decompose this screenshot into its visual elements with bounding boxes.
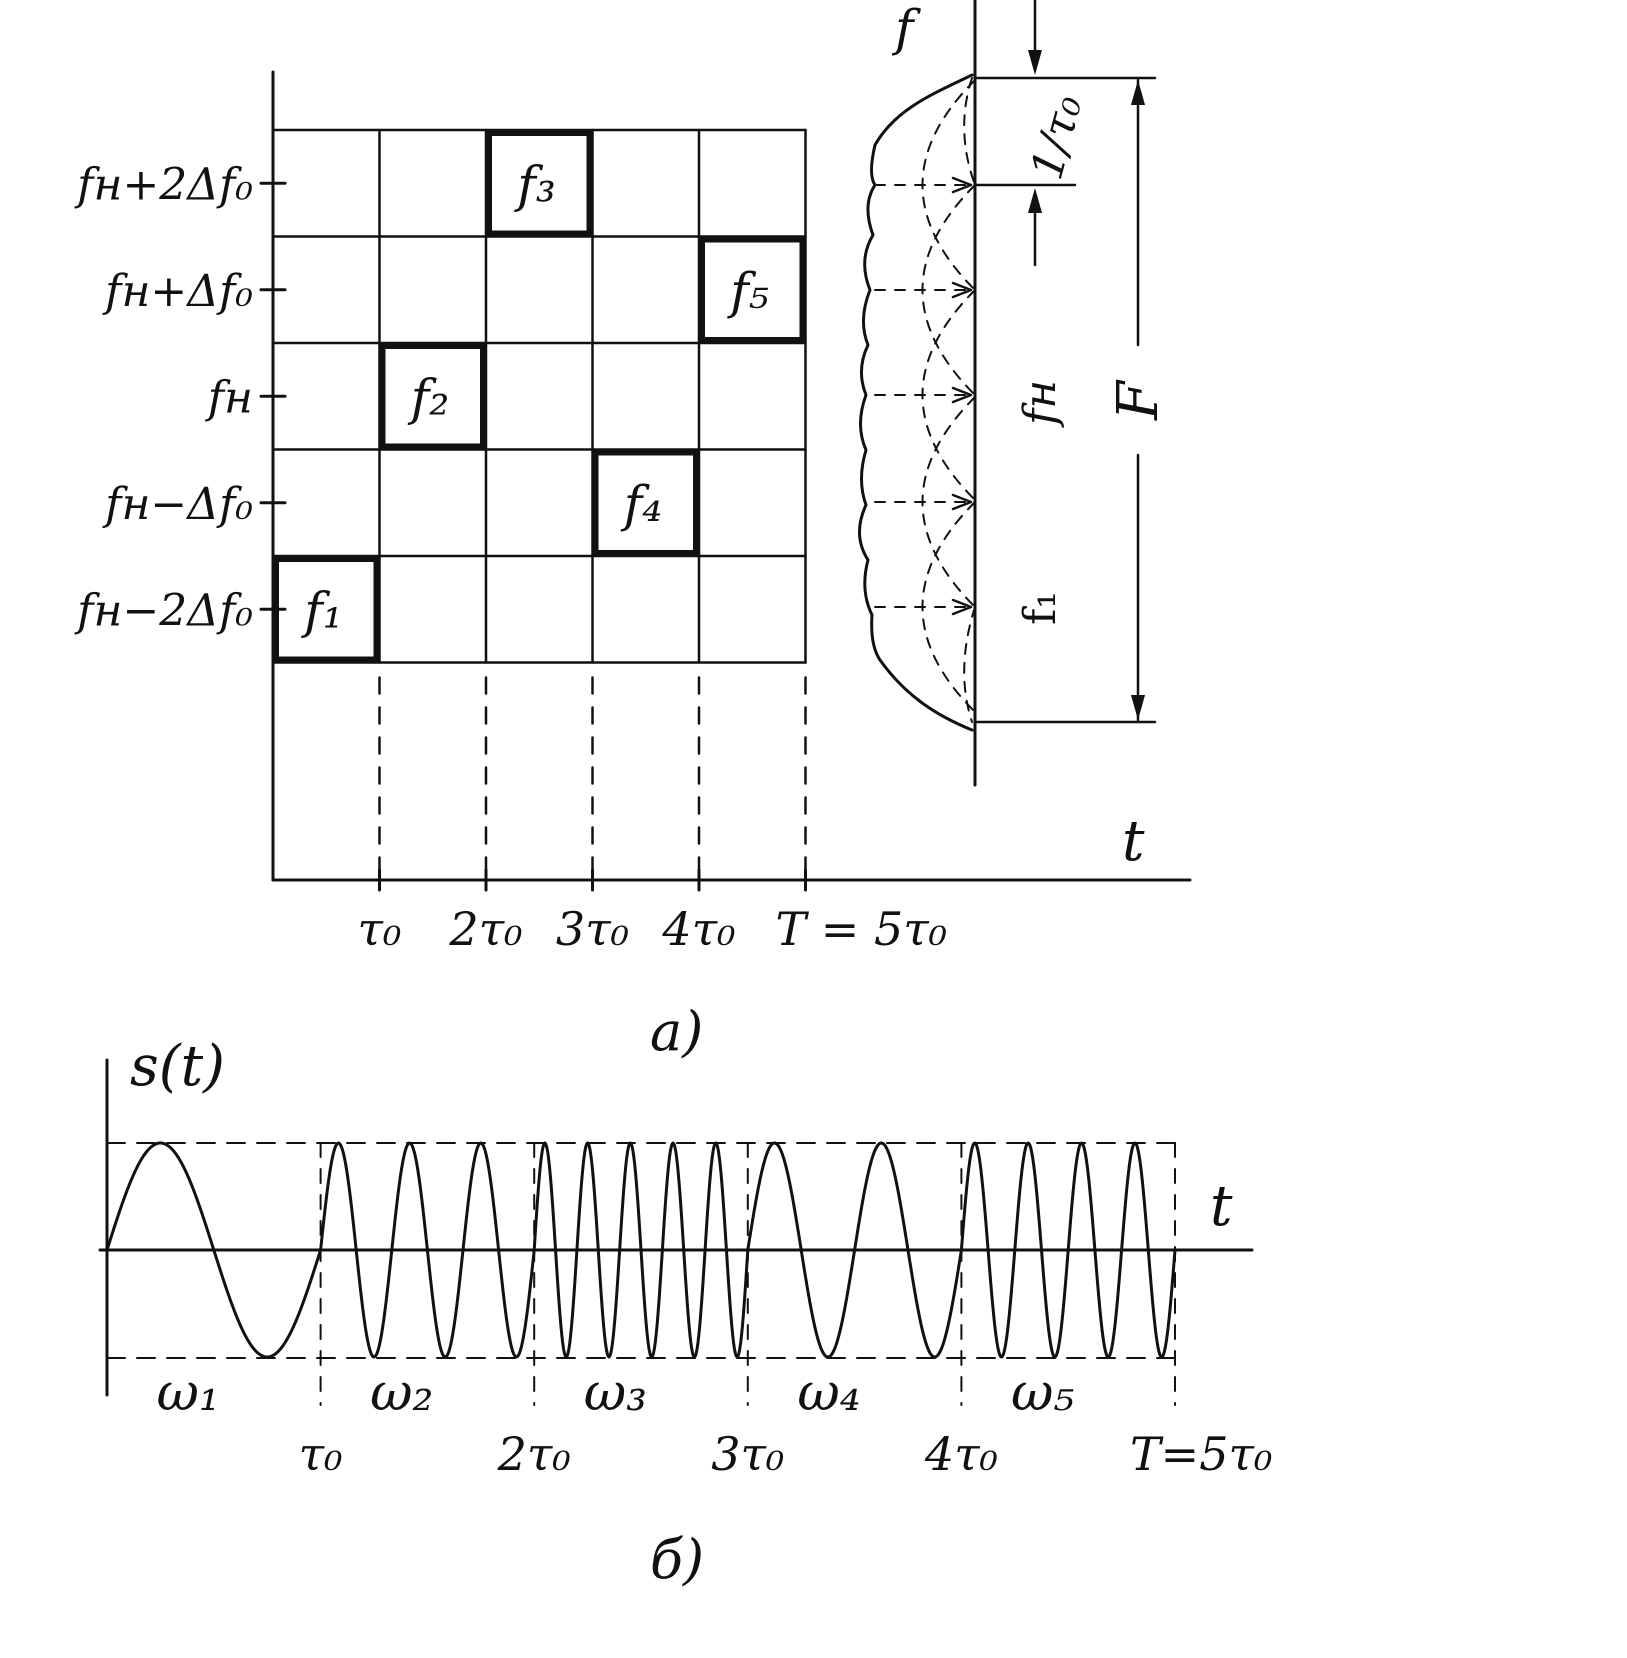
signal-waveform [105, 1141, 1177, 1359]
panel-b-caption: б) [650, 1528, 704, 1591]
row-label: fн [205, 372, 253, 423]
column-label: 4τ₀ [661, 902, 735, 956]
column-label: T = 5τ₀ [776, 902, 948, 956]
row-label: fн−2Δf₀ [74, 585, 253, 636]
hop-label: f₄ [620, 475, 663, 533]
signal-tick-label: 2τ₀ [497, 1427, 571, 1481]
hop-cells: f₁ f₂ f₃ f₄ f₅ [273, 130, 806, 663]
hop-cell [699, 236, 806, 343]
row-label: fн−Δf₀ [102, 479, 253, 530]
signal-plot: ω₁ ω₂ ω₃ ω₄ ω₅ τ₀ 2τ₀ 3τ₀ 4τ₀ T=5τ₀ s(t) t [98, 1034, 1273, 1481]
lobe-curve [921, 396, 976, 608]
time-axis-label: t [1122, 809, 1145, 874]
lobe-arrowhead [951, 386, 973, 404]
low-freq-label: f₁ [1015, 591, 1066, 625]
signal-tick-labels: τ₀ 2τ₀ 3τ₀ 4τ₀ T=5τ₀ [299, 1427, 1273, 1481]
spacing-arrowhead-top [1028, 50, 1042, 75]
bandwidth-label: F [1106, 379, 1171, 421]
center-freq-label: fн [1015, 380, 1066, 428]
lobe-arrowhead [951, 176, 973, 194]
column-label: 2τ₀ [448, 902, 522, 956]
signal-time-label: t [1210, 1174, 1233, 1239]
panel-a-caption: а) [650, 1000, 703, 1063]
spacing-arrowhead-bottom [1028, 188, 1042, 213]
lobe-curve [921, 289, 976, 501]
segment-label: ω₅ [1011, 1363, 1074, 1423]
hop-cell [592, 449, 699, 556]
hop-label: f₃ [513, 155, 556, 213]
bandwidth-arrowhead-bottom [1131, 695, 1145, 720]
signal-tick-label: T=5τ₀ [1130, 1427, 1272, 1481]
hop-cell [486, 130, 593, 237]
hop-label: f₅ [726, 262, 769, 320]
spectrum-sketch: f 1/τ₀ F fн f₁ [858, 0, 1171, 787]
lobe-curve [921, 501, 976, 713]
spectrum-lobes [874, 77, 976, 723]
segment-dividers [319, 1142, 1176, 1406]
hop-label: f₂ [407, 368, 450, 426]
column-label: 3τ₀ [556, 902, 629, 956]
spacing-label: 1/τ₀ [1021, 89, 1092, 184]
hop-cell [379, 343, 486, 450]
freq-axis-label: f [891, 0, 921, 57]
bandwidth-arrowhead-top [1131, 80, 1145, 105]
spectrum-envelope [858, 73, 974, 732]
segment-label: ω₃ [584, 1363, 647, 1423]
lobe-arrowhead [951, 493, 973, 511]
signal-tick-label: 3τ₀ [711, 1427, 784, 1481]
column-label: τ₀ [358, 902, 402, 956]
segment-labels: ω₁ ω₂ ω₃ ω₄ ω₅ [157, 1363, 1075, 1423]
lobe-curve [921, 79, 976, 291]
row-label: fн+Δf₀ [102, 266, 253, 317]
segment-label: ω₄ [797, 1363, 860, 1423]
segment-label: ω₂ [370, 1363, 433, 1423]
signal-tick-label: τ₀ [299, 1427, 343, 1481]
lobe-arrowhead [951, 281, 973, 299]
row-label: fн+2Δf₀ [74, 159, 253, 210]
signal-label: s(t) [130, 1034, 225, 1099]
column-ticks: τ₀ 2τ₀ 3τ₀ 4τ₀ T = 5τ₀ [358, 676, 948, 956]
lobe-curve [963, 606, 976, 723]
lobe-arrowhead [951, 598, 973, 616]
hop-label: f₁ [300, 581, 343, 639]
lobe-curve [921, 184, 976, 396]
segment-label: ω₁ [157, 1363, 220, 1423]
lobe-curve [963, 77, 976, 186]
signal-tick-label: 4τ₀ [924, 1427, 998, 1481]
row-ticks: fн+2Δf₀ fн+Δf₀ fн fн−Δf₀ fн−2Δf₀ [74, 159, 287, 636]
